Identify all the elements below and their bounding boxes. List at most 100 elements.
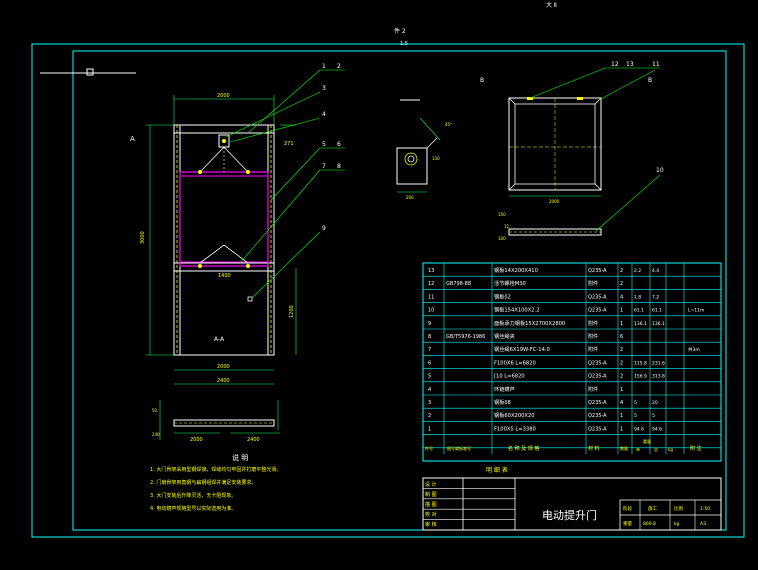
bom-cell-mat: Q235-A xyxy=(588,374,607,380)
bom-cell-qty: 4 xyxy=(620,400,623,406)
notes-title: 说 明 xyxy=(232,453,248,462)
cable-right xyxy=(223,146,249,173)
notes-block: 说 明 1. 大门骨架采用型钢焊接，焊缝均匀牢固并打磨平整光滑。 2. 门扇骨架… xyxy=(150,453,281,512)
tb-label-approve: 审 核 xyxy=(425,521,437,528)
bom-cell-name: 面板承力钢板15X2700X2800 xyxy=(494,319,565,327)
tb-scale-label: 阶段 xyxy=(623,505,632,512)
dim-bottom-left-2000: 2000 xyxy=(190,437,203,443)
bom-cell-mat: 附件 xyxy=(588,346,598,353)
leader-label-10: 10 xyxy=(656,167,664,174)
leader-9 xyxy=(251,231,321,299)
leader-label-6: 6 xyxy=(337,141,341,148)
leader-4 xyxy=(229,117,321,143)
bom-cell-w2: 313.8 xyxy=(652,374,665,380)
bom-outline xyxy=(422,262,722,462)
pulley-dim-angle xyxy=(419,117,441,141)
dim-side-12: 12 xyxy=(504,224,510,229)
bom-cell-no: 11 xyxy=(428,294,434,300)
bom-cell-mat: Q235-A xyxy=(588,400,607,406)
leader-label-7: 7 xyxy=(322,163,326,170)
leader-label-2: 2 xyxy=(337,63,341,70)
dim-side-2000: 2000 xyxy=(549,199,560,204)
tb-scale-value: 1:50 xyxy=(700,506,710,512)
bom-cell-w2: 5 xyxy=(652,413,655,419)
bom-cell-name: 环链葫芦 xyxy=(494,385,515,393)
bom-cell-name: 钢板δ2 xyxy=(494,292,511,300)
dim-bottom-2400: 2400 xyxy=(217,378,230,384)
bom-cell-w1: 136.1 xyxy=(634,321,647,327)
bom-subtitle: 明 细 表 xyxy=(486,466,508,474)
lower-cable-left xyxy=(199,244,225,264)
pulley-plate xyxy=(396,147,428,185)
bom-cell-w1: 5 xyxy=(634,400,637,406)
tb-weight-value: 869.8 xyxy=(643,521,656,527)
leader-label-3: 3 xyxy=(322,85,326,92)
tb-label-trace: 描 图 xyxy=(425,501,437,508)
note-1: 1. 大门骨架采用型钢焊接，焊缝均匀牢固并打磨平整光滑。 xyxy=(150,466,281,473)
bom-header-w-title: 重量 xyxy=(643,438,651,444)
bom-cell-mat: Q235-A xyxy=(588,360,607,366)
tb-weight-unit: kg xyxy=(674,521,680,527)
anchor-mark xyxy=(247,296,253,302)
bom-cell-w1: 61.1 xyxy=(634,308,644,314)
leader-label-9: 9 xyxy=(322,225,326,232)
bom-header-w-unit: kg xyxy=(668,447,673,452)
bom-cell-w1: 94.6 xyxy=(634,426,644,432)
leader-label-12: 12 xyxy=(611,61,619,68)
bom-cell-name: F100X6 L=6820 xyxy=(494,360,536,366)
bom-cell-qty: 1 xyxy=(620,413,623,419)
bom-cell-qty: 2 xyxy=(620,281,623,287)
leader-label-8: 8 xyxy=(337,163,341,170)
bom-cell-no: 8 xyxy=(428,334,431,340)
bom-cell-w1: 156.9 xyxy=(634,374,647,380)
bom-header-mat: 材 料 xyxy=(588,445,600,452)
bom-cell-mat: 附件 xyxy=(588,320,598,327)
bom-cell-name: 活节螺栓M30 xyxy=(494,279,526,287)
bom-cell-mat: Q235-A xyxy=(588,294,607,300)
clip-1 xyxy=(527,97,533,100)
bom-cell-w2: 4.4 xyxy=(652,268,659,274)
top-beam xyxy=(173,124,275,134)
bom-header-qty: 数量 xyxy=(620,445,628,451)
bom-header-no: 件号 xyxy=(425,445,433,451)
bom-header-w2: 总 xyxy=(654,446,658,452)
bom-cell-w1: 5 xyxy=(634,413,637,419)
bom-cell-qty: 2 xyxy=(620,347,623,353)
bom-cell-qty: 1 xyxy=(620,387,623,393)
corner-tr xyxy=(594,97,602,105)
bom-cell-code: GB798-88 xyxy=(446,281,471,287)
dim-left-height: 3000 xyxy=(140,231,146,244)
bom-cell-no: 12 xyxy=(428,281,434,287)
bom-cell-qty: 2 xyxy=(620,374,623,380)
top-scale-mark: 大 Ⅱ xyxy=(546,1,557,9)
corner-bl xyxy=(508,183,516,191)
bom-cell-name: 钢丝绳夹 xyxy=(494,332,515,340)
tb-stage-value: 施工 xyxy=(648,505,657,512)
view-b-label-left: B xyxy=(480,77,484,84)
tb-scale-label-2: 比例 xyxy=(674,505,683,512)
clip-2 xyxy=(577,97,583,100)
note-4: 4. 电动葫芦规格型号以实际选用为准。 xyxy=(150,505,236,512)
bom-header-code: 图号或标准号 xyxy=(447,445,471,451)
shackle-2 xyxy=(246,170,250,174)
tb-label-rows xyxy=(423,488,515,520)
bom-cell-no: 13 xyxy=(428,268,434,274)
bom-cell-no: 9 xyxy=(428,321,431,327)
dim-bottom-2000: 2000 xyxy=(217,364,230,370)
bom-cell-mat: Q235-A xyxy=(588,426,607,432)
bom-cell-no: 1 xyxy=(428,426,431,432)
bom-cell-code: GB/T5976-1986 xyxy=(446,334,485,340)
bom-cell-qty: 1 xyxy=(620,308,623,314)
mid-beam xyxy=(173,262,275,272)
bom-header-note: 附 注 xyxy=(690,445,702,452)
pulley-pin xyxy=(407,155,415,163)
bom-cell-qty: 6 xyxy=(620,334,623,340)
dim-pulley-angle: 45° xyxy=(445,122,452,127)
leader-5 xyxy=(270,147,321,201)
bom-cell-qty: 1 xyxy=(620,426,623,432)
leader-11 xyxy=(598,69,656,101)
bom-cell-w2: 7.2 xyxy=(652,294,659,300)
bom-cell-name: 钢板14X200X410 xyxy=(494,266,538,274)
leader-12 xyxy=(529,67,606,99)
